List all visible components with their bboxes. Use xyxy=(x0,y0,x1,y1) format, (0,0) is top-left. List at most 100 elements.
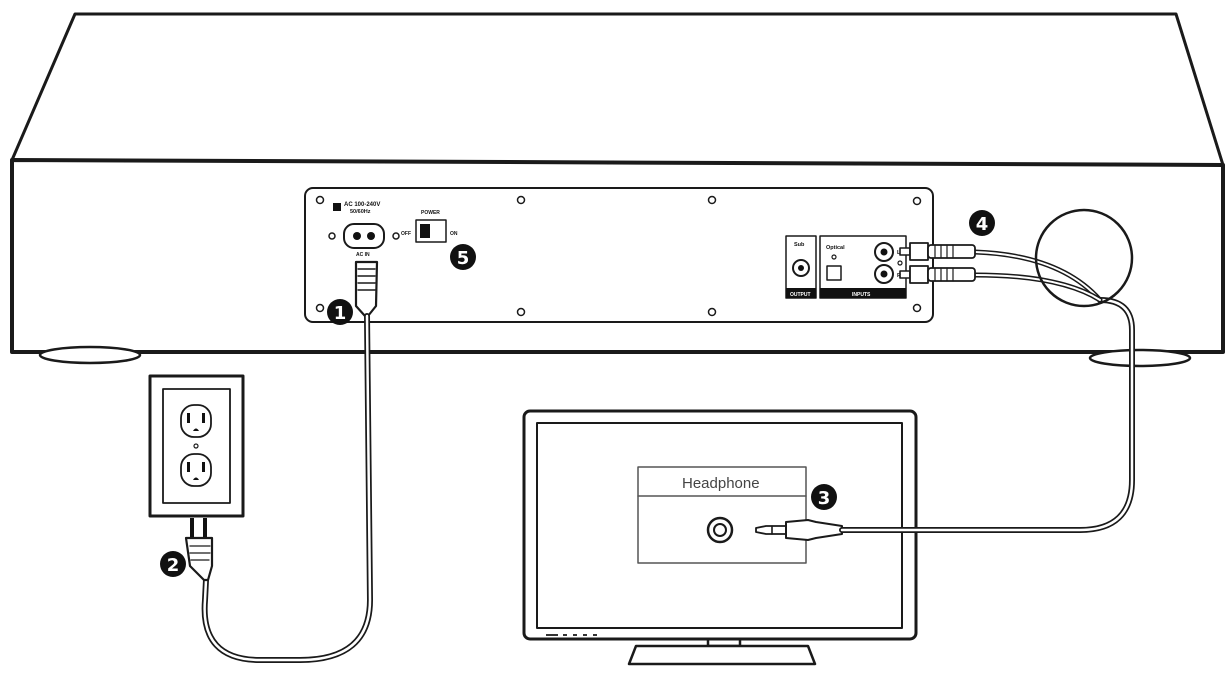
aux-l-jack-center xyxy=(880,248,888,256)
callout-badge-2: 2 xyxy=(160,551,186,577)
rca-plug-upper xyxy=(899,242,976,261)
callout-badge-circle xyxy=(969,210,995,236)
power-switch-rocker xyxy=(420,224,430,238)
sub-output-label-bar xyxy=(786,288,816,298)
rca-plug-tip xyxy=(899,270,911,279)
aux-center-mark xyxy=(897,260,903,266)
rca-plug-body xyxy=(927,267,976,282)
callout-badges: 1 2 3 4 5 xyxy=(160,210,995,577)
socket-face xyxy=(180,404,212,438)
rca-plug-grip xyxy=(934,267,954,282)
socket-slot xyxy=(202,413,205,423)
speaker-left-foot xyxy=(38,345,142,365)
ac-inlet-screw xyxy=(328,232,336,240)
switch-on-label: ON xyxy=(450,231,458,237)
wall-plug-prong xyxy=(190,518,194,538)
wall-plug-body xyxy=(184,536,214,582)
aux-l-label: L xyxy=(897,250,901,256)
rca-plug-collar xyxy=(909,242,929,261)
wall-outlet-screw xyxy=(193,443,199,449)
socket-ground xyxy=(193,428,199,431)
tv-button xyxy=(593,634,597,636)
ac-inlet-pin xyxy=(367,232,375,240)
optical-label: Optical xyxy=(826,245,845,251)
inputs-section xyxy=(819,235,907,299)
headphone-plug-tip xyxy=(755,525,787,535)
panel-screw xyxy=(912,303,922,313)
switch-off-label: OFF xyxy=(401,231,411,237)
callout-badge-circle xyxy=(811,484,837,510)
rca-plug-collar xyxy=(909,265,929,284)
ac-inlet-screw xyxy=(392,232,400,240)
rca-plug-grip xyxy=(934,244,954,259)
rca-plug-body xyxy=(927,244,976,259)
tv-headphone-panel xyxy=(637,466,807,564)
wall-plug xyxy=(184,518,214,582)
audio-cable-inner xyxy=(840,298,1134,532)
callout-number: 2 xyxy=(167,555,180,576)
aux-r-jack xyxy=(874,264,894,284)
ac-rating-line1: AC 100-240V xyxy=(344,202,380,208)
tv-button xyxy=(573,634,577,636)
rca-plug-lower xyxy=(899,265,976,284)
speaker-top-surface xyxy=(10,12,1225,167)
wall-plug-prong xyxy=(203,518,207,538)
optical-input-port xyxy=(826,265,842,281)
panel-screw xyxy=(912,196,922,206)
sub-group-label: OUTPUT xyxy=(790,292,811,298)
panel-screw xyxy=(707,195,717,205)
callout-number: 1 xyxy=(334,303,347,324)
callout-badge-circle xyxy=(327,299,353,325)
headphone-plug-body xyxy=(785,519,843,541)
wall-plug-ribs xyxy=(189,545,211,561)
socket-face xyxy=(180,453,212,487)
wall-outlet xyxy=(148,374,245,518)
ac-inlet-housing xyxy=(343,223,385,249)
aux-r-jack-center xyxy=(880,270,888,278)
cable-pass-through xyxy=(1034,208,1134,308)
socket-slot xyxy=(187,413,190,423)
power-plug xyxy=(354,260,379,318)
callout-number: 5 xyxy=(457,248,470,269)
tv-stand-base xyxy=(627,644,817,666)
ac-port-label: AC IN xyxy=(356,252,370,258)
wall-socket-lower xyxy=(180,453,212,487)
rca-plugs xyxy=(899,242,976,284)
aux-r-label: R xyxy=(897,273,901,279)
socket-ground xyxy=(193,477,199,480)
sub-label: Sub xyxy=(794,242,805,248)
ac-warning-icon xyxy=(333,203,341,211)
sub-output-jack-center xyxy=(798,265,804,271)
panel-screw xyxy=(315,303,325,313)
headphone-jack-inner xyxy=(713,523,727,537)
panel-screw xyxy=(315,195,325,205)
panel-screw xyxy=(707,307,717,317)
panel-screw xyxy=(516,195,526,205)
rca-plug-tip xyxy=(899,247,911,256)
rca-cable-lower-inner xyxy=(974,274,1101,301)
callout-badge-circle xyxy=(160,551,186,577)
ac-inlet xyxy=(328,203,400,249)
socket-slot xyxy=(202,462,205,472)
headphone-jack-outer xyxy=(706,516,734,544)
callout-badge-4: 4 xyxy=(969,210,995,236)
sub-output-jack xyxy=(792,259,810,277)
television xyxy=(522,409,918,666)
rca-cable-upper-inner xyxy=(974,251,1101,301)
socket-slot xyxy=(187,462,190,472)
callout-badge-circle xyxy=(450,244,476,270)
callout-badge-5: 5 xyxy=(450,244,476,270)
panel-screws xyxy=(315,195,922,317)
panel-screw xyxy=(516,307,526,317)
aux-l-jack xyxy=(874,242,894,262)
tv-button xyxy=(563,634,567,636)
callout-badge-1: 1 xyxy=(327,299,353,325)
ac-rating-line2: 50/60Hz xyxy=(350,209,371,215)
callout-number: 3 xyxy=(818,488,831,509)
panel-labels: AC 100-240V 50/60Hz AC IN POWER OFF ON S… xyxy=(344,202,901,492)
headphone-label: Headphone xyxy=(682,475,760,492)
sub-output-section xyxy=(785,235,817,299)
input-group-label: INPUTS xyxy=(852,292,871,298)
callout-badge-3: 3 xyxy=(811,484,837,510)
wall-socket-upper xyxy=(180,404,212,438)
